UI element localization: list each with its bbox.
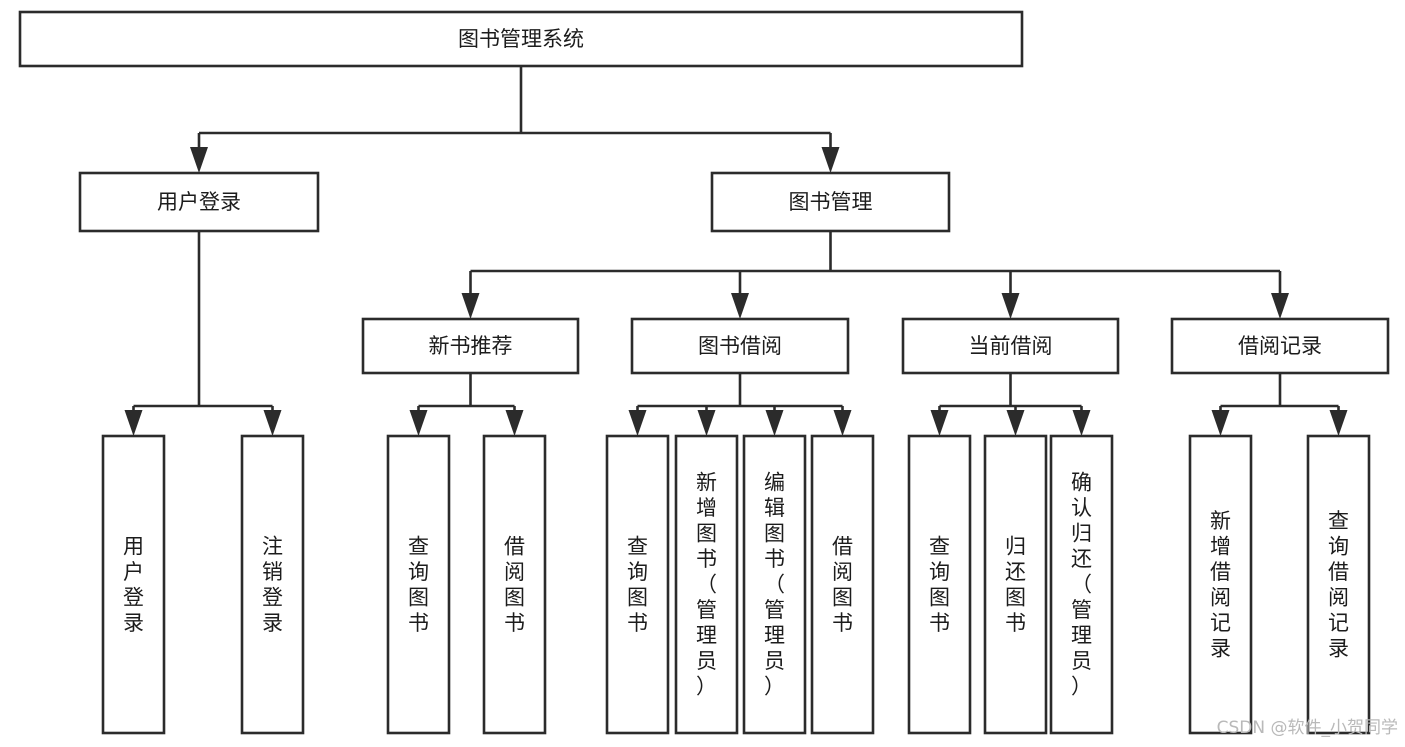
node-leaf-confirm-return[interactable]: 确认归还（管理员）: [1049, 434, 1114, 735]
connector-to-leaf-query-book-3-head: [930, 410, 949, 436]
connector-to-leaf-user-login-head: [124, 410, 143, 436]
connector-to-book-borrow-head: [731, 293, 749, 319]
node-leaf-query-book-2-label: 查询图书: [627, 534, 648, 635]
node-leaf-add-book-label: 新增图书（管理员）: [696, 471, 717, 699]
node-book-borrow[interactable]: 图书借阅: [630, 317, 850, 375]
node-leaf-confirm-return-box[interactable]: [1049, 434, 1114, 735]
node-borrow-record-label: 借阅记录: [1238, 334, 1322, 358]
node-leaf-edit-book-box[interactable]: [742, 434, 807, 735]
node-borrow-record-box[interactable]: [1170, 317, 1390, 375]
node-new-book-recommend[interactable]: 新书推荐: [361, 317, 580, 375]
node-user-login-box[interactable]: [78, 171, 320, 233]
node-current-borrow[interactable]: 当前借阅: [901, 317, 1120, 375]
connector-to-user-login-head: [190, 147, 208, 173]
node-leaf-edit-book-label: 编辑图书（管理员）: [764, 471, 785, 699]
node-leaf-query-record[interactable]: 查询借阅记录: [1306, 434, 1371, 735]
connector-to-leaf-add-record-head: [1211, 410, 1230, 436]
connector-to-leaf-add-book-head: [697, 410, 716, 436]
node-leaf-add-book-box[interactable]: [674, 434, 739, 735]
node-leaf-borrow-book-1-label: 借阅图书: [504, 534, 525, 635]
node-user-login-label: 用户登录: [157, 190, 241, 214]
node-book-borrow-label: 图书借阅: [698, 334, 782, 358]
node-book-manage-box[interactable]: [710, 171, 951, 233]
node-leaf-user-login-label: 用户登录: [123, 534, 144, 635]
node-borrow-record[interactable]: 借阅记录: [1170, 317, 1390, 375]
node-leaf-query-book-3[interactable]: 查询图书: [907, 434, 972, 735]
node-leaf-user-logout-label: 注销登录: [262, 534, 283, 635]
node-leaf-query-record-label: 查询借阅记录: [1328, 509, 1349, 661]
node-leaf-query-book-1[interactable]: 查询图书: [386, 434, 451, 735]
connector-to-book-manage-head: [821, 147, 840, 173]
node-root-box[interactable]: [18, 10, 1024, 68]
node-leaf-query-book-1-label: 查询图书: [408, 534, 429, 635]
connector-to-current-borrow-head: [1001, 293, 1020, 319]
node-book-manage-label: 图书管理: [789, 190, 873, 214]
node-leaf-add-record-box[interactable]: [1188, 434, 1253, 735]
node-leaf-return-book-label: 归还图书: [1005, 534, 1026, 635]
node-current-borrow-label: 当前借阅: [969, 334, 1053, 358]
node-leaf-query-book-3-box[interactable]: [907, 434, 972, 735]
connector-to-new-book-recommend-head: [461, 293, 480, 319]
node-book-borrow-box[interactable]: [630, 317, 850, 375]
connector-to-leaf-edit-book-head: [765, 410, 784, 436]
connector-to-leaf-query-record-head: [1329, 410, 1348, 436]
node-leaf-return-book-box[interactable]: [983, 434, 1048, 735]
node-leaf-borrow-book-2-box[interactable]: [810, 434, 875, 735]
connector-to-leaf-query-book-2-head: [628, 410, 647, 436]
node-leaf-confirm-return-label: 确认归还（管理员）: [1071, 471, 1092, 699]
node-root-label: 图书管理系统: [458, 27, 584, 51]
node-new-book-recommend-box[interactable]: [361, 317, 580, 375]
connector-to-leaf-borrow-book-2-head: [833, 410, 852, 436]
csdn-watermark: CSDN @软件_小贺同学: [1217, 718, 1398, 738]
node-leaf-add-book[interactable]: 新增图书（管理员）: [674, 434, 739, 735]
node-leaf-query-book-3-label: 查询图书: [929, 534, 950, 635]
node-root[interactable]: 图书管理系统: [18, 10, 1024, 68]
connector-to-leaf-user-logout-head: [263, 410, 282, 436]
node-leaf-query-book-2[interactable]: 查询图书: [605, 434, 670, 735]
node-leaf-borrow-book-2[interactable]: 借阅图书: [810, 434, 875, 735]
node-leaf-user-logout-box[interactable]: [240, 434, 305, 735]
node-current-borrow-box[interactable]: [901, 317, 1120, 375]
connector-layer: [124, 66, 1348, 436]
node-leaf-return-book[interactable]: 归还图书: [983, 434, 1048, 735]
node-layer: 图书管理系统用户登录图书管理新书推荐图书借阅当前借阅借阅记录用户登录注销登录查询…: [18, 10, 1390, 735]
node-user-login[interactable]: 用户登录: [78, 171, 320, 233]
node-leaf-query-book-2-box[interactable]: [605, 434, 670, 735]
connector-to-borrow-record-head: [1271, 293, 1289, 319]
node-leaf-edit-book[interactable]: 编辑图书（管理员）: [742, 434, 807, 735]
node-leaf-user-login-box[interactable]: [101, 434, 166, 735]
node-leaf-add-record[interactable]: 新增借阅记录: [1188, 434, 1253, 735]
node-book-manage[interactable]: 图书管理: [710, 171, 951, 233]
node-leaf-user-login[interactable]: 用户登录: [101, 434, 166, 735]
node-new-book-recommend-label: 新书推荐: [429, 334, 513, 358]
node-leaf-borrow-book-2-label: 借阅图书: [832, 534, 853, 635]
connector-to-leaf-borrow-book-1-head: [505, 410, 524, 436]
node-leaf-query-book-1-box[interactable]: [386, 434, 451, 735]
connector-to-leaf-confirm-return-head: [1072, 410, 1091, 436]
connector-to-leaf-return-book-head: [1006, 410, 1025, 436]
node-leaf-user-logout[interactable]: 注销登录: [240, 434, 305, 735]
node-leaf-borrow-book-1-box[interactable]: [482, 434, 547, 735]
node-leaf-add-record-label: 新增借阅记录: [1210, 509, 1231, 661]
node-leaf-query-record-box[interactable]: [1306, 434, 1371, 735]
connector-to-leaf-query-book-1-head: [409, 410, 428, 436]
node-leaf-borrow-book-1[interactable]: 借阅图书: [482, 434, 547, 735]
